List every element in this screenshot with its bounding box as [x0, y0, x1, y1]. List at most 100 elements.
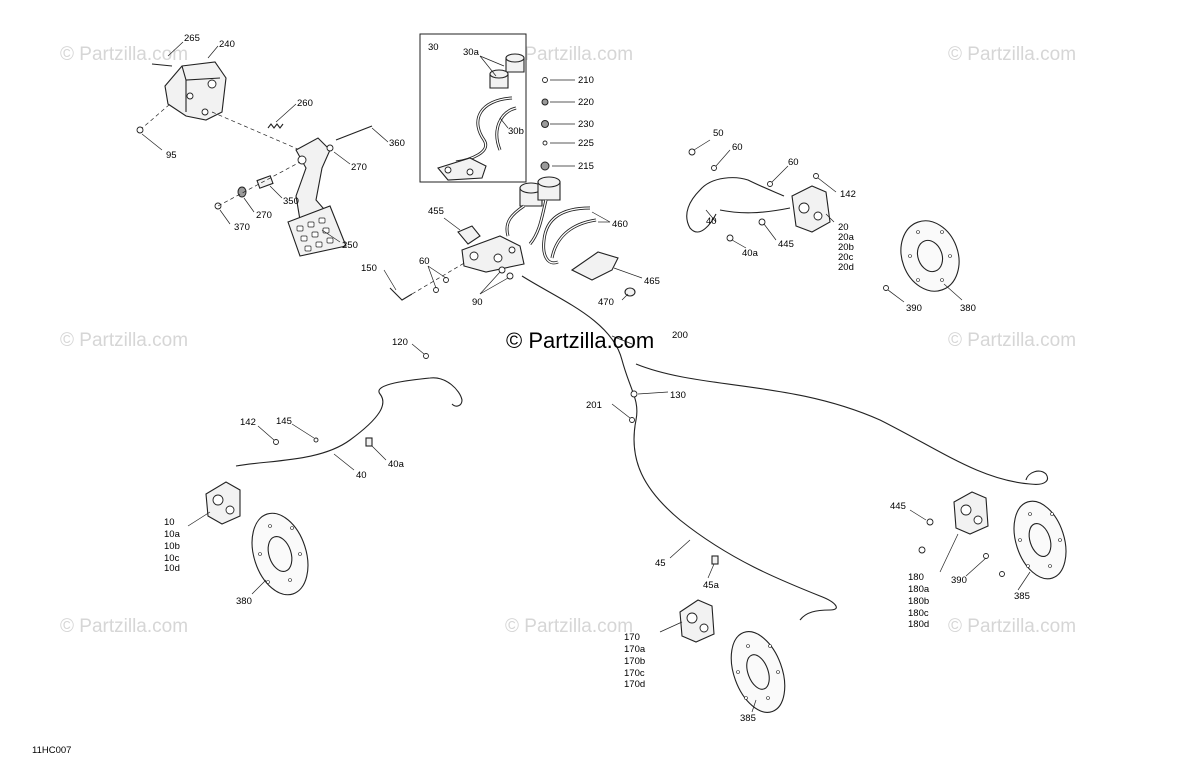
diagram-code: 11HC007 [32, 745, 71, 756]
clip-45a [711, 555, 719, 565]
bolt-95 [136, 126, 144, 134]
callout-50: 50 [713, 128, 724, 139]
callout-210: 210 [578, 75, 594, 86]
callout-30b: 30b [508, 126, 524, 137]
callout-445: 445 [890, 501, 906, 512]
callout-130: 130 [670, 390, 686, 401]
brake-disc-385-right [1013, 500, 1067, 580]
callout-180a: 180a [908, 584, 930, 595]
spring-260 [267, 123, 284, 129]
callout-30a: 30a [463, 47, 480, 58]
callout-120: 120 [392, 337, 408, 348]
callout-390: 390 [951, 575, 967, 586]
callout-40a: 40a [388, 459, 405, 470]
clip-40a [365, 437, 373, 447]
callout-250: 250 [342, 240, 358, 251]
callout-45a: 45a [703, 580, 720, 591]
callout-455: 455 [428, 206, 444, 217]
callout-180: 180 [908, 572, 924, 583]
callout-260: 260 [297, 98, 313, 109]
callout-142: 142 [240, 417, 256, 428]
pushrod-150 [389, 287, 413, 301]
callout-10d: 10d [164, 563, 180, 574]
callout-225: 225 [578, 138, 594, 149]
callout-180b: 180b [908, 596, 929, 607]
callout-60: 60 [788, 157, 799, 168]
callout-150: 150 [361, 263, 377, 274]
brake-light-switch-455 [457, 225, 481, 245]
callout-142: 142 [840, 189, 856, 200]
callout-20c: 20c [838, 252, 854, 263]
callout-200: 200 [672, 330, 688, 341]
callout-265: 265 [184, 33, 200, 44]
callout-10c: 10c [164, 553, 180, 564]
callout-270: 270 [351, 162, 367, 173]
caliper-20 [791, 185, 831, 233]
watermark: © Partzilla.com [948, 44, 1076, 65]
caliper-170 [679, 599, 715, 643]
callout-20a: 20a [838, 232, 855, 243]
callout-170a: 170a [624, 644, 646, 655]
brake-disc-385-bottom [730, 631, 786, 713]
watermark: © Partzilla.com [60, 616, 188, 637]
callout-180d: 180d [908, 619, 929, 630]
callout-10b: 10b [164, 541, 180, 552]
watermark: © Partzilla.com [505, 44, 633, 65]
callout-60: 60 [732, 142, 743, 153]
caliper-180 [953, 491, 989, 535]
master-cylinder-assembly [461, 176, 561, 273]
brake-disc-380-upper [900, 220, 960, 292]
brake-disc-380-lower [251, 512, 309, 596]
callout-380: 380 [960, 303, 976, 314]
callout-390: 390 [906, 303, 922, 314]
callout-30: 30 [428, 42, 439, 53]
callout-180c: 180c [908, 608, 929, 619]
callout-20d: 20d [838, 262, 854, 273]
caliper-10 [205, 481, 241, 525]
inset-master-cylinder [437, 157, 487, 181]
callout-360: 360 [389, 138, 405, 149]
callout-40a: 40a [742, 248, 759, 259]
inset-reservoirs [489, 53, 525, 89]
brake-lines [235, 177, 1048, 621]
callout-170d: 170d [624, 679, 645, 690]
callout-20: 20 [838, 222, 849, 233]
watermark: © Partzilla.com [60, 44, 188, 65]
hardware-stack [540, 77, 550, 171]
callout-170b: 170b [624, 656, 645, 667]
callout-170c: 170c [624, 668, 645, 679]
callout-40: 40 [356, 470, 367, 481]
callout-385: 385 [740, 713, 756, 724]
callout-380: 380 [236, 596, 252, 607]
grommet-470 [624, 287, 636, 297]
callout-95: 95 [166, 150, 177, 161]
callout-labels: 265 240 260 95 360 270 270 350 370 250 3… [164, 33, 1030, 724]
callout-270: 270 [256, 210, 272, 221]
watermark: © Partzilla.com [948, 330, 1076, 351]
callout-40: 40 [706, 216, 717, 227]
watermark: © Partzilla.com [60, 330, 188, 351]
leader-lines [141, 41, 1031, 713]
callout-465: 465 [644, 276, 660, 287]
watermarks: © Partzilla.com © Partzilla.com © Partzi… [60, 44, 1076, 637]
callout-170: 170 [624, 632, 640, 643]
callout-215: 215 [578, 161, 594, 172]
callout-220: 220 [578, 97, 594, 108]
callout-10a: 10a [164, 529, 181, 540]
callout-201: 201 [586, 400, 602, 411]
callout-230: 230 [578, 119, 594, 130]
pedal-bracket [151, 61, 227, 121]
callout-145: 145 [276, 416, 292, 427]
callout-350: 350 [283, 196, 299, 207]
callout-60: 60 [419, 256, 430, 267]
callout-385: 385 [1014, 591, 1030, 602]
pivot-pin-360 [335, 125, 373, 141]
callout-370: 370 [234, 222, 250, 233]
callout-20b: 20b [838, 242, 854, 253]
center-watermark: © Partzilla.com [506, 328, 654, 353]
watermark: © Partzilla.com [948, 616, 1076, 637]
watermark: © Partzilla.com [505, 616, 633, 637]
callout-90: 90 [472, 297, 483, 308]
callout-10: 10 [164, 517, 175, 528]
